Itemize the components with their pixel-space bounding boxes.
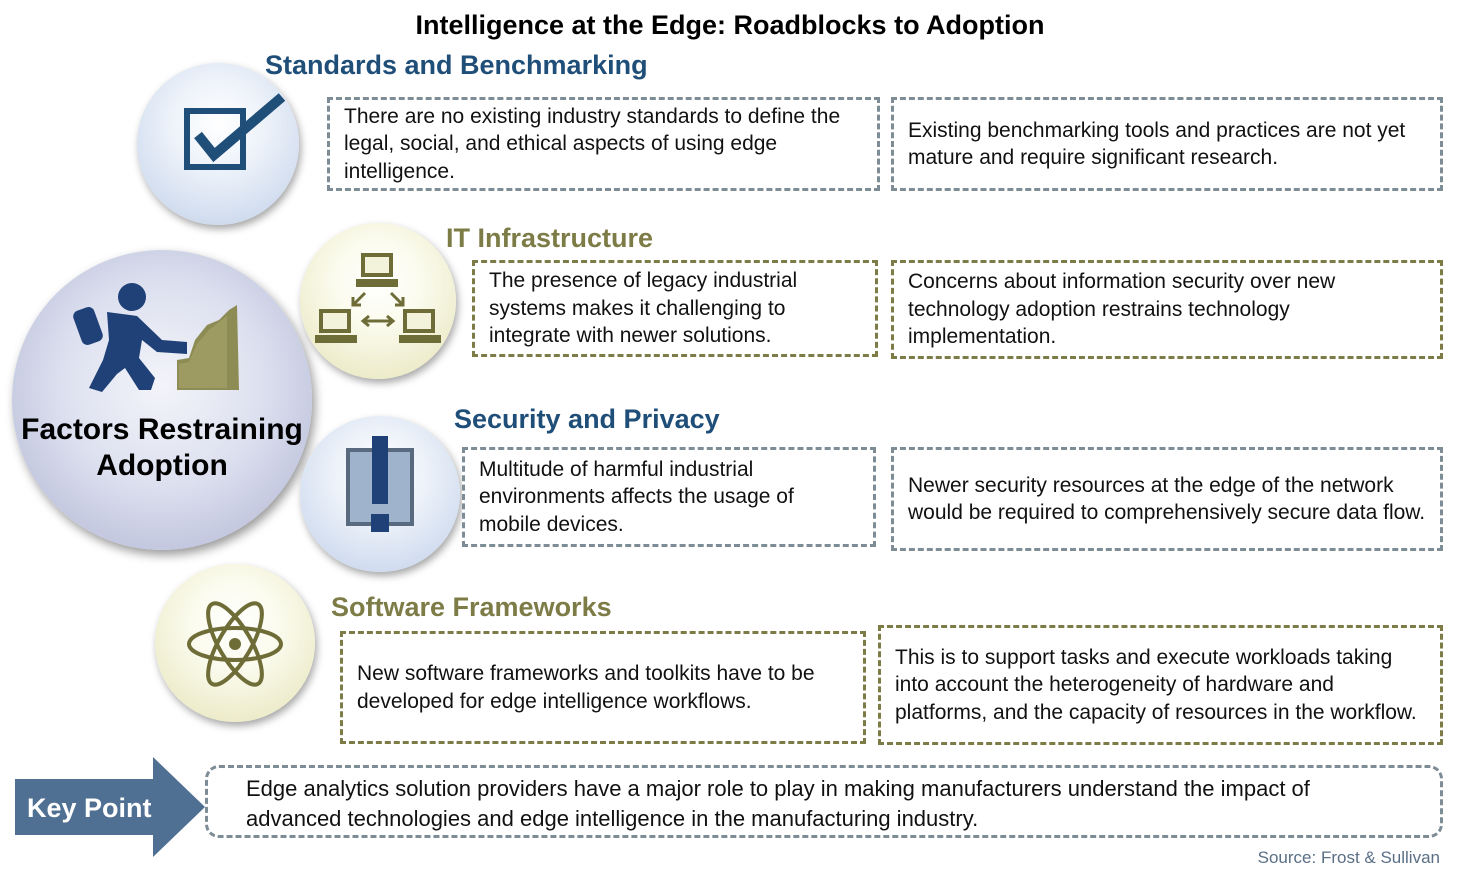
network-icon xyxy=(315,253,441,343)
security-left-text: Multitude of harmful industrial environm… xyxy=(479,457,794,536)
frameworks-left-text: New software frameworks and toolkits hav… xyxy=(357,662,815,713)
infrastructure-left-text: The presence of legacy industrial system… xyxy=(489,269,798,348)
security-circle xyxy=(300,416,460,572)
infrastructure-right-text: Concerns about information security over… xyxy=(908,270,1336,349)
key-point-text: Edge analytics solution providers have a… xyxy=(246,776,1310,831)
standards-circle xyxy=(137,63,299,225)
page-title: Intelligence at the Edge: Roadblocks to … xyxy=(415,10,1045,40)
standards-right-box: Existing benchmarking tools and practice… xyxy=(891,97,1443,191)
section-heading-security: Security and Privacy xyxy=(454,404,720,434)
factors-circle xyxy=(12,250,312,550)
frameworks-circle xyxy=(155,564,315,722)
standards-left-box: There are no existing industry standards… xyxy=(327,97,880,191)
atom-icon xyxy=(187,601,283,687)
section-heading-standards: Standards and Benchmarking xyxy=(265,50,648,80)
security-left-box: Multitude of harmful industrial environm… xyxy=(462,447,876,547)
standards-right-text: Existing benchmarking tools and practice… xyxy=(908,118,1406,170)
infrastructure-circle xyxy=(300,223,456,379)
infrastructure-right-box: Concerns about information security over… xyxy=(891,260,1443,359)
source-note: Source: Frost & Sullivan xyxy=(1257,848,1440,867)
key-point-arrow xyxy=(15,757,205,857)
infrastructure-left-box: The presence of legacy industrial system… xyxy=(472,260,878,357)
climber-icon xyxy=(73,283,239,392)
security-right-text: Newer security resources at the edge of … xyxy=(908,473,1426,525)
frameworks-right-box: This is to support tasks and execute wor… xyxy=(878,625,1443,745)
section-heading-frameworks: Software Frameworks xyxy=(331,592,612,622)
frameworks-left-box: New software frameworks and toolkits hav… xyxy=(340,631,866,744)
warning-icon xyxy=(346,436,414,532)
key-point-label: Key Point xyxy=(27,793,152,823)
key-point-box: Edge analytics solution providers have a… xyxy=(205,765,1443,838)
standards-left-text: There are no existing industry standards… xyxy=(344,104,841,183)
factors-label: Factors Restraining Adoption xyxy=(21,413,303,482)
section-heading-infrastructure: IT Infrastructure xyxy=(446,223,654,253)
frameworks-right-text: This is to support tasks and execute wor… xyxy=(895,645,1417,724)
security-right-box: Newer security resources at the edge of … xyxy=(891,447,1443,551)
checkbox-icon xyxy=(184,93,286,170)
